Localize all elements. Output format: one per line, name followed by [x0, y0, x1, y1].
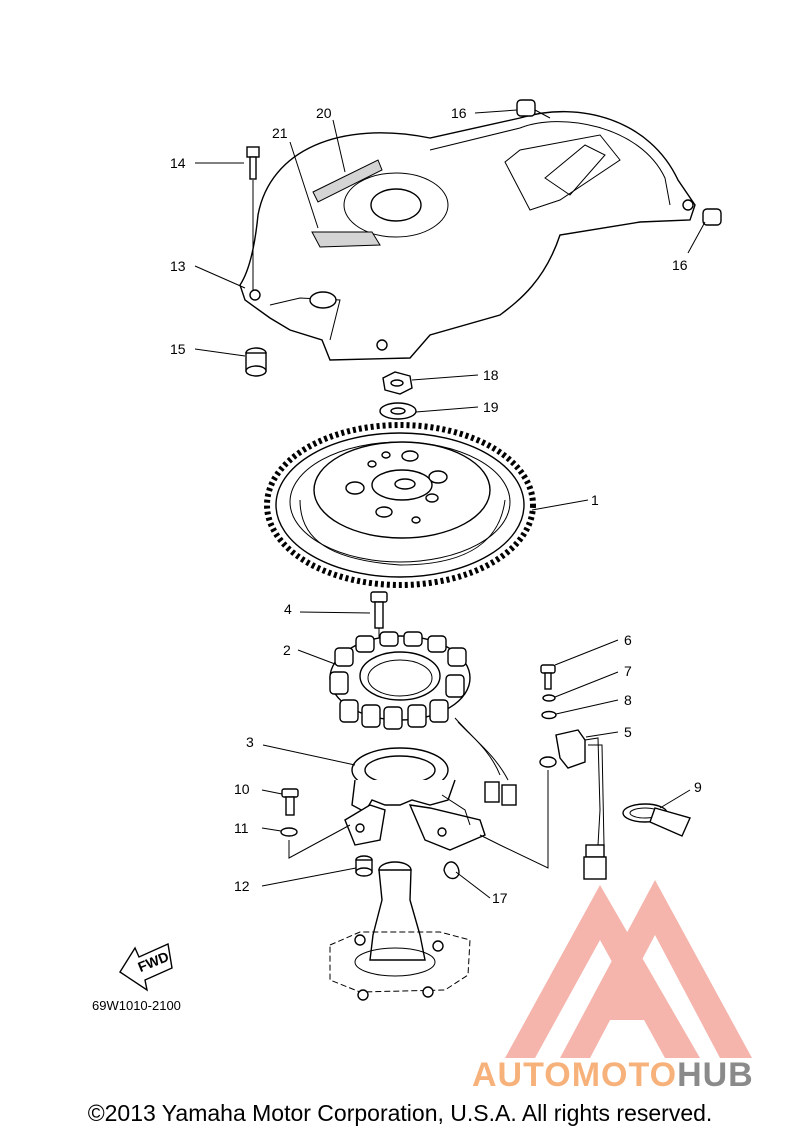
grommet-16-top	[516, 99, 551, 119]
callout-15: 15	[170, 341, 186, 357]
crankshaft-and-block	[329, 861, 471, 1001]
callout-4: 4	[284, 601, 292, 617]
watermark-part-2: HUB	[677, 1056, 754, 1094]
callout-8: 8	[624, 692, 632, 708]
woodruff-key-17	[443, 861, 460, 880]
callout-1: 1	[591, 492, 599, 508]
bolt-10	[281, 788, 299, 816]
washer-8	[541, 710, 557, 720]
stator-base-plate	[344, 747, 486, 851]
callout-17: 17	[492, 890, 508, 906]
bolt-4	[370, 591, 388, 665]
callout-11: 11	[234, 820, 249, 836]
cable-tie-9	[622, 803, 691, 837]
collar-12	[355, 855, 373, 877]
callout-21: 21	[272, 125, 288, 141]
flywheel-rotor	[264, 422, 536, 588]
washer-7	[542, 694, 556, 702]
washer-11	[280, 824, 351, 859]
bolt-14	[246, 146, 260, 290]
callout-numbers: 1 2 3 4 5 6 7 8 9 10 11 12 13 14 15 16 1…	[170, 105, 702, 906]
callout-14: 14	[170, 155, 186, 171]
callout-19: 19	[483, 399, 499, 415]
washer-19	[379, 402, 417, 420]
drawing-code: 69W1010-2100	[92, 998, 181, 1013]
callout-16-right: 16	[672, 257, 688, 273]
callout-18: 18	[483, 367, 499, 383]
callout-2: 2	[283, 642, 291, 658]
stator	[329, 631, 517, 806]
pulser-coil-5	[479, 729, 607, 880]
callout-9: 9	[694, 779, 702, 795]
callout-10: 10	[234, 781, 250, 797]
copyright-notice: ©2013 Yamaha Motor Corporation, U.S.A. A…	[87, 1100, 713, 1126]
automotohub-watermark: AUTOMOTOHUB	[472, 1056, 754, 1095]
callout-3: 3	[246, 734, 254, 750]
watermark-part-1: AUTOMOTO	[472, 1056, 678, 1094]
callout-7: 7	[624, 663, 632, 679]
nut-18	[382, 371, 413, 395]
callout-6: 6	[624, 632, 632, 648]
flywheel-cover	[239, 111, 696, 361]
callout-13: 13	[170, 258, 186, 274]
callout-16-top: 16	[451, 105, 467, 121]
callout-5: 5	[624, 724, 632, 740]
callout-20: 20	[316, 105, 332, 121]
callout-12: 12	[234, 878, 250, 894]
grommet-16-right	[702, 208, 722, 226]
automotohub-logo-mark	[505, 880, 752, 1058]
grommet-15	[245, 347, 267, 377]
screw-6	[540, 664, 556, 690]
leader-lines	[194, 109, 706, 899]
forward-direction-arrow: FWD	[119, 942, 173, 992]
